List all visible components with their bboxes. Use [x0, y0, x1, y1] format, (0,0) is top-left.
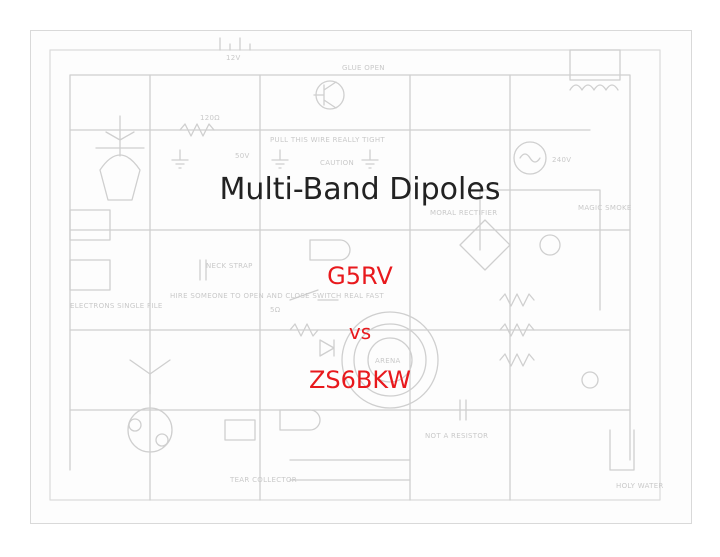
label-holy-water: HOLY WATER [616, 482, 664, 490]
label-neck-strap: NECK STRAP [206, 262, 253, 270]
subtitle-line-2: vs [348, 320, 372, 344]
label-smoke: MAGIC SMOKE [578, 204, 632, 212]
label-electrons: ELECTRONS SINGLE FILE [70, 302, 163, 310]
label-arena: ARENA [375, 357, 401, 365]
circuit-background: 12V GLUE OPEN 120Ω PULL THIS WIRE REALLY… [30, 30, 664, 522]
label-not-resistor: NOT A RESISTOR [425, 432, 488, 440]
label-caution: CAUTION [320, 159, 354, 167]
label-rectifier: MORAL RECTIFIER [430, 209, 497, 217]
label-wire: PULL THIS WIRE REALLY TIGHT [270, 136, 385, 144]
slide-frame [30, 30, 692, 524]
label-hire: HIRE SOMEONE TO OPEN AND CLOSE SWITCH RE… [170, 292, 384, 300]
label-ohms: 5Ω [270, 306, 281, 314]
label-tear: TEAR COLLECTOR [229, 476, 297, 484]
subtitle-line-3: ZS6BKW [308, 366, 412, 394]
label-resistor: 120Ω [200, 114, 220, 122]
slide-title: Multi-Band Dipoles [219, 172, 501, 207]
label-voltage-1: 50V [235, 152, 250, 160]
label-battery: 12V [226, 54, 241, 62]
label-voltage-2: 240V [552, 156, 571, 164]
label-glue: GLUE OPEN [342, 64, 385, 72]
subtitle-line-1: G5RV [327, 262, 393, 290]
